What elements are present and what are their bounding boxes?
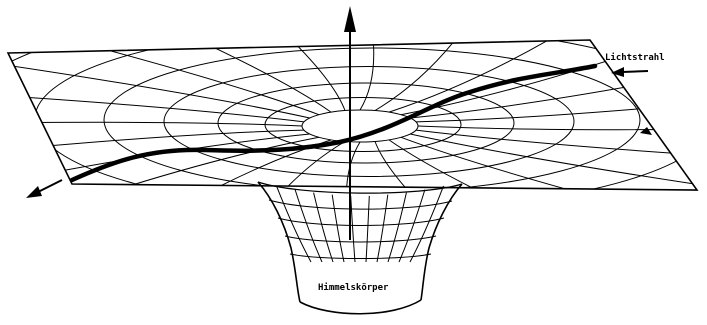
grid-radial-line xyxy=(225,0,345,111)
grid-radial-line xyxy=(0,51,310,118)
grid-ring xyxy=(104,48,640,192)
grid-radial-line xyxy=(0,130,304,165)
grid-radial-line xyxy=(401,137,707,232)
grid-radial-line xyxy=(389,0,620,112)
vertical-axis-arrow xyxy=(344,6,356,240)
grid-radial-line xyxy=(0,134,310,201)
gravity-well xyxy=(258,182,462,314)
well-meridian xyxy=(366,196,369,262)
incoming-light-arrow xyxy=(611,67,648,77)
ring-direction-marker xyxy=(640,127,652,135)
well-right-side xyxy=(421,184,462,300)
light-ray-label: Lichtstrahl xyxy=(605,52,665,63)
well-meridian xyxy=(332,195,344,262)
well-meridian xyxy=(399,190,425,262)
grid-radial-line xyxy=(375,0,495,111)
well-meridian xyxy=(295,190,322,262)
celestial-body-label: Himmelskörper xyxy=(318,282,389,293)
spacetime-plane-outline xyxy=(8,40,697,190)
well-meridian xyxy=(410,186,444,262)
well-meridian xyxy=(314,193,333,262)
well-band-4 xyxy=(290,254,431,259)
well-band-3 xyxy=(285,236,436,242)
grid-radial-line xyxy=(0,122,302,126)
outgoing-light-arrow xyxy=(26,180,62,198)
grid-radial-line xyxy=(375,142,495,271)
grid-radial-line xyxy=(100,0,331,112)
well-meridian xyxy=(277,186,312,262)
grid-radial-line xyxy=(418,126,707,130)
well-band-2 xyxy=(278,218,444,226)
grid-ring xyxy=(0,3,707,231)
grid-radial-line xyxy=(0,87,304,122)
well-meridian xyxy=(377,195,388,262)
well-meridian xyxy=(351,196,355,262)
well-band-1 xyxy=(269,200,452,209)
grid-radial-line xyxy=(416,130,707,165)
grid-radial-line xyxy=(360,0,374,110)
grid-radial-line xyxy=(0,20,319,115)
grid-rings xyxy=(0,3,707,231)
well-meridians xyxy=(277,186,444,262)
well-left-side xyxy=(258,182,300,302)
well-bottom xyxy=(300,300,421,314)
